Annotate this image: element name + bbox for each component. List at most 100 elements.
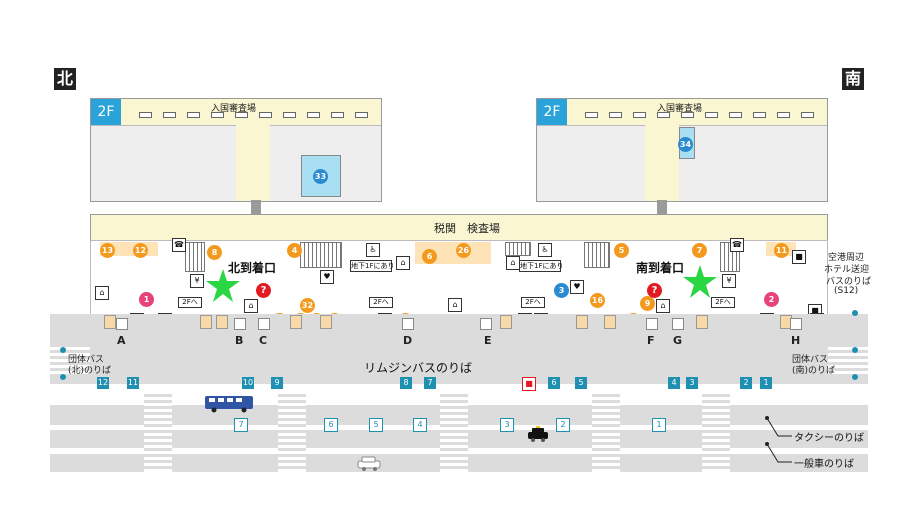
bus-stop-10[interactable]: 10 [242, 377, 254, 389]
bus-stop-4[interactable]: 4 [668, 377, 680, 389]
taxi-icon [528, 426, 548, 442]
tree-icon [852, 310, 858, 316]
gate-letter-b: B [235, 334, 244, 347]
poi-12[interactable]: 12 [133, 243, 148, 258]
atm-icon: ¥ [190, 274, 204, 288]
door [290, 315, 302, 329]
tree-icon [60, 347, 66, 353]
stairs [185, 242, 205, 272]
escalator-to-2f: 2Fへ [711, 297, 735, 308]
poi-7[interactable]: 7 [692, 243, 707, 258]
tree-icon [852, 347, 858, 353]
booth [633, 112, 646, 118]
gate [672, 318, 684, 330]
gate [480, 318, 492, 330]
poi-pink-1[interactable]: 1 [139, 292, 154, 307]
booth [163, 112, 176, 118]
booth [259, 112, 272, 118]
north-immigration-label: 入国審査場 [211, 104, 257, 114]
ticket-icon: ⌂ [448, 298, 462, 312]
gate-letter-a: A [117, 334, 126, 347]
poi-13[interactable]: 13 [100, 243, 115, 258]
gate [402, 318, 414, 330]
booth [801, 112, 814, 118]
info-icon[interactable]: ? [647, 283, 662, 298]
group-bus-north-line2: (北)のりば [68, 366, 112, 376]
stairs [505, 242, 531, 256]
car-icon [357, 456, 381, 471]
booth [211, 112, 224, 118]
north-circle-33: 33 [313, 169, 328, 184]
poi-16[interactable]: 16 [590, 293, 605, 308]
group-bus-south-line2: (南)のりば [792, 366, 836, 376]
poi-4[interactable]: 4 [287, 243, 302, 258]
red-stop-icon: ■ [522, 377, 536, 391]
booth [585, 112, 598, 118]
gate [646, 318, 658, 330]
bus-stop-11[interactable]: 11 [127, 377, 139, 389]
bus-stop-8[interactable]: 8 [400, 377, 412, 389]
hotel-bus-line2: ホテル送迎 [824, 265, 870, 275]
bus-stop-lower-1[interactable]: 1 [652, 418, 666, 432]
door [200, 315, 212, 329]
south-compass: 南 [842, 68, 864, 90]
booth [657, 112, 670, 118]
north-2f-panel: 2F 入国審査場 33 [90, 98, 382, 202]
atm-icon: ¥ [722, 274, 736, 288]
bus-stop-lower-6[interactable]: 6 [324, 418, 338, 432]
bus-stop-6[interactable]: 6 [548, 377, 560, 389]
phone-icon: ☎ [172, 238, 186, 252]
crosswalk [440, 393, 468, 472]
aed-icon: ♥ [320, 270, 334, 284]
north-floor-tag: 2F [91, 99, 121, 125]
escalator-to-2f: 2Fへ [178, 297, 202, 308]
booth [307, 112, 320, 118]
bus-stop-lower-2[interactable]: 2 [556, 418, 570, 432]
crosswalk [144, 393, 172, 472]
poi-8[interactable]: 8 [207, 245, 222, 260]
crosswalk [702, 393, 730, 472]
you-are-here-star-south [683, 265, 717, 298]
bus-stop-lower-3[interactable]: 3 [500, 418, 514, 432]
crosswalk [592, 393, 620, 472]
poi-pink-2[interactable]: 2 [764, 292, 779, 307]
poi-6[interactable]: 6 [422, 249, 437, 264]
poi-26[interactable]: 26 [456, 243, 471, 258]
booth [753, 112, 766, 118]
booth [235, 112, 248, 118]
bus-stop-1[interactable]: 1 [760, 377, 772, 389]
hotel-bus-line4: (S12) [834, 286, 859, 296]
gate [116, 318, 128, 330]
poi-11[interactable]: 11 [774, 243, 789, 258]
gate-letter-c: C [259, 334, 268, 347]
booth [729, 112, 742, 118]
bus-stop-lower-5[interactable]: 5 [369, 418, 383, 432]
booth [187, 112, 200, 118]
booth [355, 112, 368, 118]
info-icon[interactable]: ? [256, 283, 271, 298]
customs-label: 税関 検査場 [434, 222, 500, 235]
limousine-curb [50, 314, 868, 384]
bus-stop-lower-4[interactable]: 4 [413, 418, 427, 432]
customs-strip [90, 214, 828, 242]
gate-letter-e: E [484, 334, 492, 347]
bus-stop-5[interactable]: 5 [575, 377, 587, 389]
south-floor-tag: 2F [537, 99, 567, 125]
crosswalk [50, 346, 90, 374]
poi-32[interactable]: 32 [300, 298, 315, 313]
booth [705, 112, 718, 118]
poi-9[interactable]: 9 [640, 296, 655, 311]
basement-note-north: 地下1Fにあり [350, 260, 395, 272]
bus-stop-12[interactable]: 12 [97, 377, 109, 389]
gate-letter-g: G [673, 334, 683, 347]
bus-stop-3[interactable]: 3 [686, 377, 698, 389]
bus-stop-2[interactable]: 2 [740, 377, 752, 389]
bus-stop-9[interactable]: 9 [271, 377, 283, 389]
poi-blue-3[interactable]: 3 [554, 283, 569, 298]
gate-letter-h: H [791, 334, 801, 347]
bus-stop-7[interactable]: 7 [424, 377, 436, 389]
poi-5[interactable]: 5 [614, 243, 629, 258]
tree-icon [852, 374, 858, 380]
booth [139, 112, 152, 118]
bus-stop-lower-7[interactable]: 7 [234, 418, 248, 432]
